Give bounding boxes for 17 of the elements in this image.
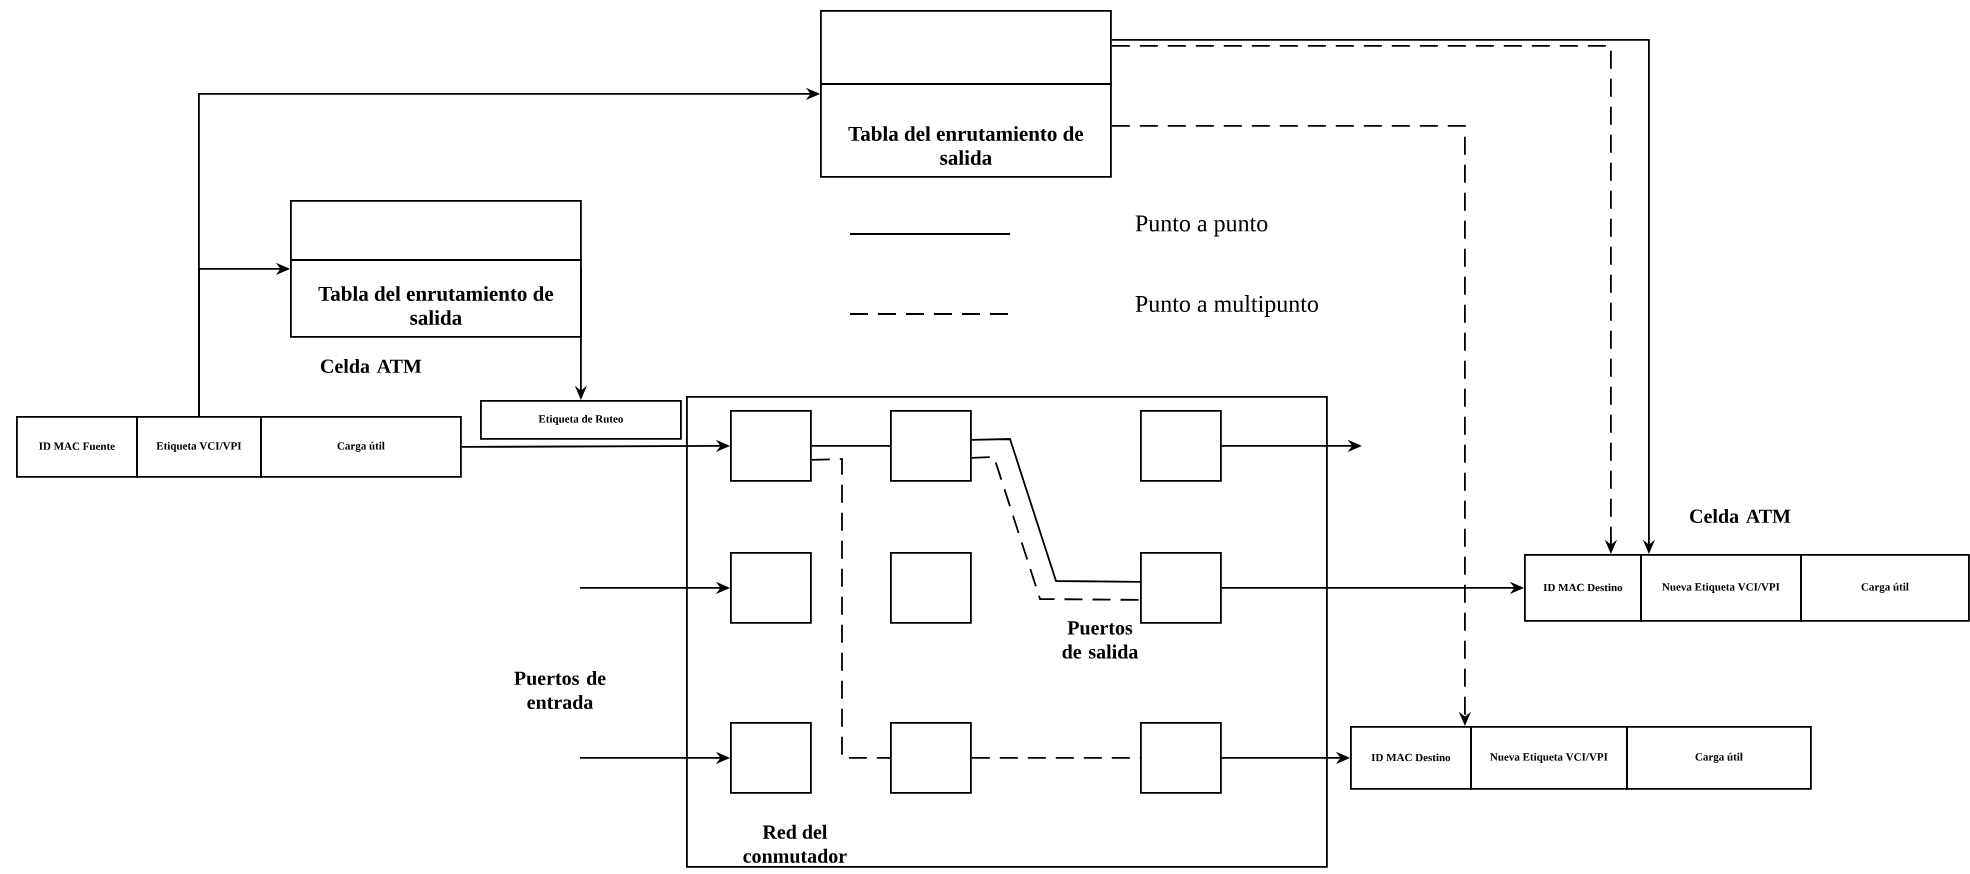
switch-element-box	[890, 722, 972, 794]
routing-table-box: Tabla del enrutamiento de salida	[819, 10, 1113, 178]
switch-element-box	[890, 410, 972, 482]
switch-element-box	[890, 552, 972, 624]
routing-table-box: Tabla del enrutamiento de salida	[289, 200, 583, 338]
caption-label: Puertos de salida	[1062, 621, 1139, 659]
caption-label: Puertos de entrada	[514, 670, 606, 710]
switch-element-box	[730, 722, 812, 794]
switch-element-box	[730, 552, 812, 624]
caption-label: Celda ATM	[320, 358, 422, 374]
switch-element-box	[1140, 552, 1222, 624]
switch-element-box	[1140, 410, 1222, 482]
legend-text: Punto a punto	[1135, 215, 1268, 237]
switch-element-box	[1140, 722, 1222, 794]
switch-element-box	[730, 410, 812, 482]
legend-text: Punto a multipunto	[1135, 295, 1318, 317]
caption-label: Celda ATM	[1690, 508, 1791, 524]
